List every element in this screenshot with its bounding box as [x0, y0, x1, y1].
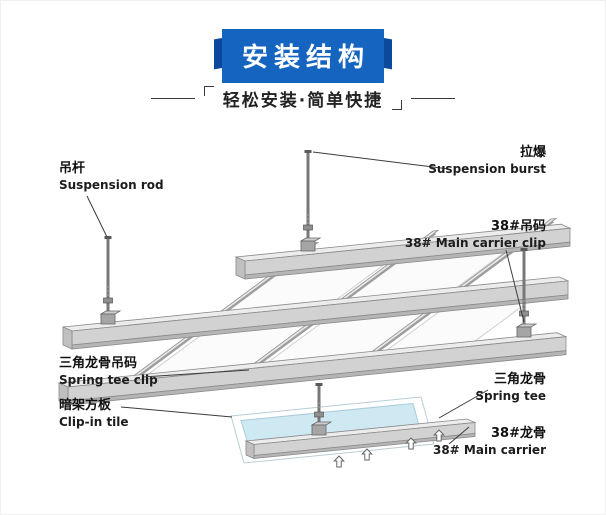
rod-top-cap — [315, 383, 323, 386]
suspension-rod-graphic — [522, 251, 526, 324]
page-title: 安装结构 — [221, 29, 385, 83]
page-subtitle: 轻松安装·简单快捷 — [222, 90, 384, 111]
carrier-clip-top — [299, 237, 322, 242]
label-clip-in-tile: 暗架方板 Clip-in tile — [59, 398, 129, 430]
main-carrier-rail — [234, 223, 572, 280]
rod-top-cap — [520, 248, 528, 251]
label-en: Clip-in tile — [59, 414, 129, 429]
main-carriers — [57, 223, 572, 406]
carrier-clip — [100, 313, 116, 325]
subtitle-bracket-left — [203, 86, 214, 96]
header-banner: 安装结构 — [213, 29, 393, 83]
label-zh: 三角龙骨吊码 — [59, 356, 138, 371]
carrier-clip — [311, 424, 327, 436]
carrier-clip — [300, 240, 316, 252]
label-zh: 38#吊码 — [491, 219, 546, 234]
rod-threads — [317, 402, 321, 408]
suspension-rod-assembly-center — [299, 150, 322, 252]
rod-threads — [306, 214, 310, 224]
assembly-carrier-rail — [244, 418, 477, 460]
label-main-carrier: 38#龙骨 38# Main carrier — [433, 426, 546, 458]
rod-nut — [103, 297, 113, 304]
carrier-clip — [516, 326, 532, 338]
suspension-rod-assembly-right — [515, 248, 538, 338]
leader-clip-in-tile — [120, 406, 233, 418]
expansion-bolt-cap — [304, 150, 312, 153]
label-spring-tee: 三角龙骨 Spring tee — [475, 372, 546, 404]
label-en: Suspension burst — [428, 161, 546, 176]
clip-in-tile-assembly — [230, 383, 477, 464]
label-suspension-burst: 拉爆 Suspension burst — [428, 145, 546, 177]
label-en: Spring tee — [475, 388, 546, 403]
leader-suspension-rod — [86, 195, 108, 238]
rod-nut — [519, 310, 529, 317]
leader-spring-tee — [438, 389, 489, 419]
label-en: 38# Main carrier clip — [404, 235, 546, 250]
label-spring-tee-clip: 三角龙骨吊码 Spring tee clip — [59, 356, 158, 388]
leader-main-carrier-clip — [505, 249, 525, 323]
label-main-carrier-clip: 38#吊码 38# Main carrier clip — [405, 219, 546, 251]
suspension-rod-assembly-tile — [310, 383, 333, 436]
suspension-rod-assembly-left — [99, 236, 122, 325]
rod-nut — [314, 411, 324, 418]
label-zh: 三角龙骨 — [493, 372, 546, 387]
label-zh: 吊杆 — [59, 161, 86, 176]
subtitle-line-right — [411, 97, 456, 99]
label-suspension-rod: 吊杆 Suspension rod — [59, 161, 164, 193]
label-en: Suspension rod — [59, 177, 164, 192]
rod-top-cap — [104, 236, 112, 239]
main-carrier-rail — [57, 332, 568, 406]
rod-nut — [303, 224, 313, 231]
leader-spring-tee-clip — [142, 369, 250, 378]
subtitle-row: 轻松安装·简单快捷 — [1, 85, 605, 111]
carrier-clip-top — [515, 323, 538, 328]
label-en: 38# Main carrier — [432, 442, 546, 457]
main-carrier-rail — [61, 276, 570, 350]
leader-suspension-burst — [312, 151, 450, 170]
label-zh: 38#龙骨 — [491, 426, 546, 441]
leader-main-carrier — [448, 426, 470, 445]
rod-threads — [106, 286, 110, 296]
suspension-rod-graphic — [106, 239, 110, 311]
suspension-rod-graphic — [306, 153, 310, 238]
label-zh: 拉爆 — [519, 145, 546, 160]
subtitle-line-left — [150, 97, 195, 99]
subtitle-bracket-right — [392, 100, 403, 110]
label-en: Spring tee clip — [59, 372, 158, 387]
up-arrow-icon — [333, 455, 345, 468]
suspension-rod-graphic — [317, 386, 321, 422]
rod-threads — [522, 300, 526, 310]
leader-lines — [86, 151, 525, 445]
carrier-clip-top — [99, 310, 122, 315]
label-zh: 暗架方板 — [59, 398, 112, 413]
